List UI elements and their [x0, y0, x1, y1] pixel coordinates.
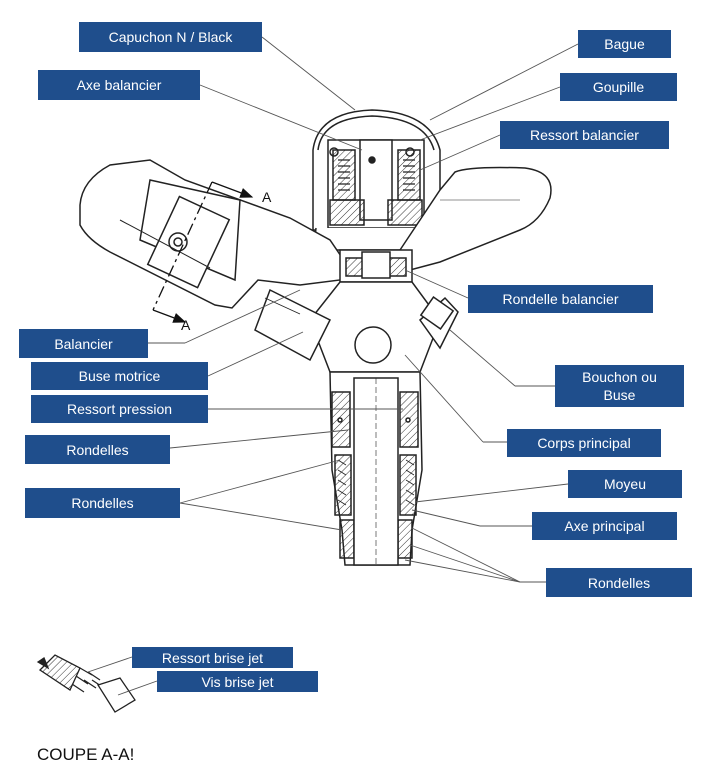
label-ressort-pression: Ressort pression — [31, 395, 208, 423]
vertical-shaft — [329, 371, 423, 566]
leader-lines — [87, 36, 579, 696]
section-caption: COUPE A-A! — [37, 745, 135, 764]
label-corps-principal: Corps principal — [507, 429, 661, 457]
label-ressort-brise-jet: Ressort brise jet — [132, 647, 293, 668]
section-marker-bottom: A — [181, 317, 191, 333]
cap-head — [312, 109, 441, 251]
label-goupille: Goupille — [560, 73, 677, 101]
label-capuchon: Capuchon N / Black — [79, 22, 262, 52]
central-hub — [339, 249, 413, 283]
label-vis-brise-jet: Vis brise jet — [157, 671, 318, 692]
main-body — [254, 281, 459, 373]
label-buse-motrice: Buse motrice — [31, 362, 208, 390]
label-rondelles-1: Rondelles — [25, 435, 170, 464]
label-balancier: Balancier — [19, 329, 148, 358]
section-line-a-a — [152, 181, 254, 323]
label-axe-balancier: Axe balancier — [38, 70, 200, 100]
label-axe-principal: Axe principal — [532, 512, 677, 540]
section-marker-top: A — [262, 189, 272, 205]
label-ressort-balancier: Ressort balancier — [500, 121, 669, 149]
right-arm — [399, 166, 552, 271]
label-moyeu: Moyeu — [568, 470, 682, 498]
label-bouchon-ou-buse: Bouchon ou Buse — [555, 365, 684, 407]
label-rondelles-3: Rondelles — [546, 568, 692, 597]
jet-breaker-detail — [36, 654, 136, 713]
label-rondelles-2: Rondelles — [25, 488, 180, 518]
label-bague: Bague — [578, 30, 671, 58]
label-rondelle-balancier: Rondelle balancier — [468, 285, 653, 313]
